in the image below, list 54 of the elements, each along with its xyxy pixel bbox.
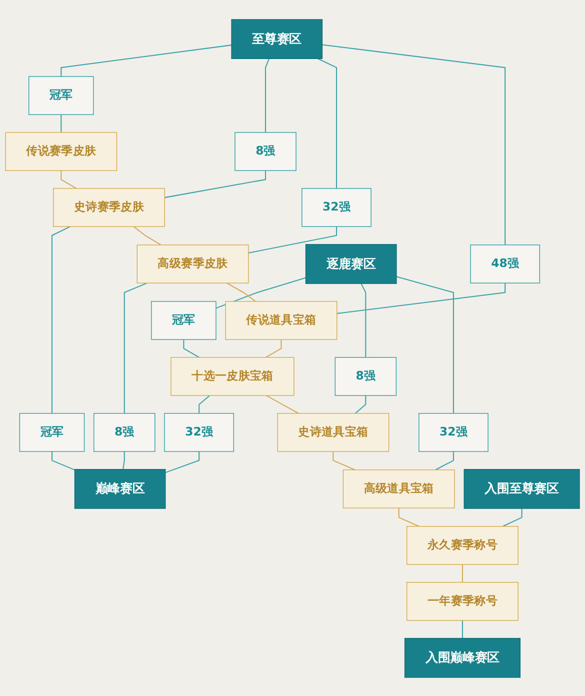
connector (198, 394, 210, 413)
connector (165, 451, 200, 473)
connector (360, 282, 366, 357)
connector (248, 226, 338, 253)
connector (183, 339, 200, 358)
connector (502, 508, 522, 526)
node-box: 32强 (164, 412, 234, 452)
connector (60, 170, 77, 188)
node-box: 十选一皮肤宝箱 (170, 356, 294, 396)
connector (51, 451, 75, 470)
connector (216, 276, 306, 308)
node-box: 逐鹿赛区 (305, 244, 397, 284)
node-box: 高级道具宝箱 (342, 469, 455, 508)
connector (266, 394, 299, 414)
node-box: 传说赛季皮肤 (5, 132, 118, 170)
connector (435, 451, 454, 470)
connector (51, 226, 70, 413)
connector (122, 451, 125, 469)
node-box: 冠军 (28, 76, 94, 114)
node-box: 传说道具宝箱 (225, 300, 338, 340)
node-box: 48强 (470, 244, 540, 283)
connector (265, 58, 270, 132)
node-box: 32强 (418, 412, 488, 452)
connector (60, 44, 232, 76)
node-box: 一年赛季称号 (406, 582, 518, 620)
node-box: 8强 (334, 356, 397, 396)
connector (124, 282, 148, 413)
node-box: 冠军 (19, 412, 85, 452)
connector (396, 276, 454, 413)
node-box: 入围巅峰赛区 (404, 637, 521, 678)
connector (332, 451, 356, 470)
connector (462, 564, 463, 582)
node-box: 入围至尊赛区 (464, 468, 580, 508)
node-box: 32强 (302, 188, 372, 226)
connector (164, 170, 266, 198)
node-box: 巅峰赛区 (74, 468, 166, 508)
node-box: 史诗道具宝箱 (277, 412, 390, 452)
node-box: 8强 (234, 132, 296, 170)
node-box: 8强 (94, 412, 156, 452)
connector (322, 44, 506, 244)
node-box: 至尊赛区 (231, 18, 323, 59)
node-box: 永久赛季称号 (406, 526, 518, 564)
node-box: 冠军 (151, 300, 216, 340)
connector (462, 620, 463, 638)
connector (398, 508, 420, 526)
connector (265, 339, 282, 358)
connector (133, 226, 162, 245)
connector (336, 282, 506, 314)
node-box: 史诗赛季皮肤 (53, 188, 165, 226)
node-box: 高级赛季皮肤 (136, 244, 249, 283)
connector (60, 114, 62, 132)
connector (318, 58, 338, 188)
connector (354, 395, 366, 414)
connector (226, 282, 256, 302)
